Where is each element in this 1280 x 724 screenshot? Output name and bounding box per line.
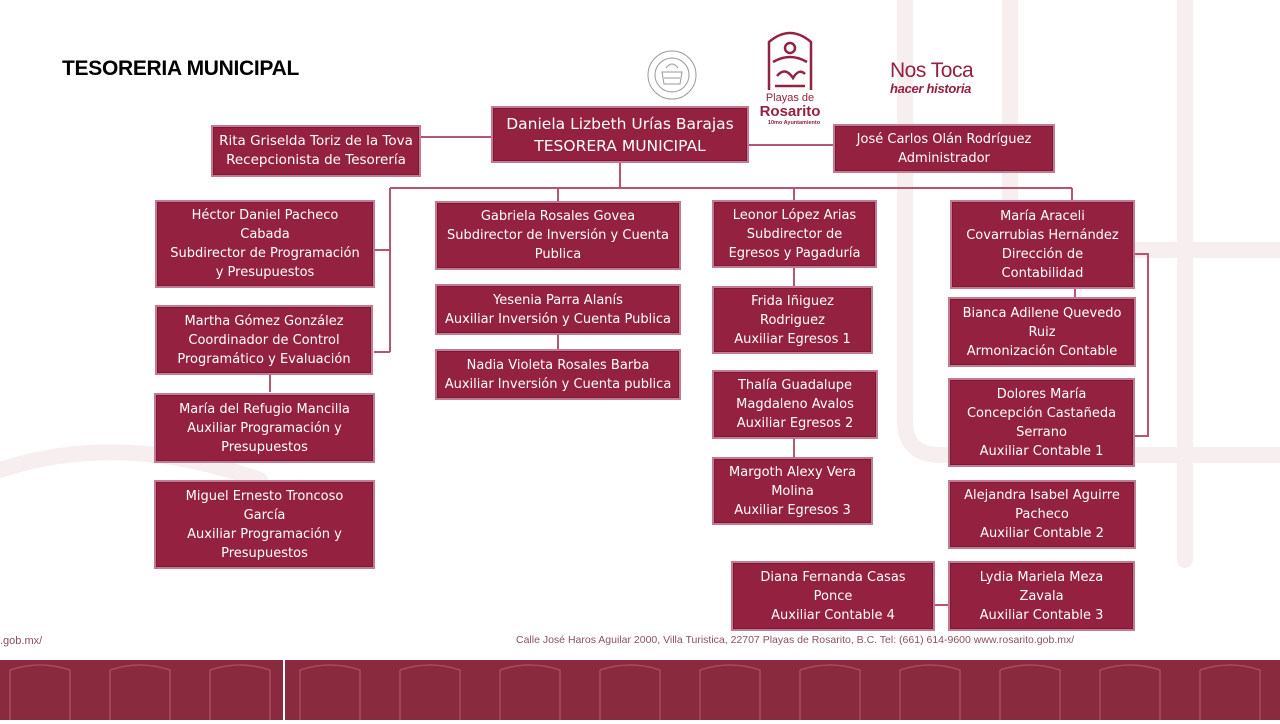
auxiliar-contable-3-box: Lydia Mariela Meza Zavala Auxiliar Conta… [948,561,1135,631]
footer-band [0,660,1280,720]
auxiliar-inversion-1-box: Yesenia Parra Alanís Auxiliar Inversión … [435,284,681,335]
tesorera-name: Daniela Lizbeth Urías Barajas [506,114,734,133]
auxiliar-egresos-1-box: Frida Iñiguez Rodriguez Auxiliar Egresos… [712,286,873,354]
subdirector-programacion-box: Héctor Daniel Pacheco Cabada Subdirector… [155,200,375,288]
auxiliar-programacion-1-box: María del Refugio Mancilla Auxiliar Prog… [154,393,375,463]
armonizacion-contable-box: Bianca Adilene Quevedo Ruiz Armonización… [948,297,1136,367]
footer-address: Calle José Haros Aguilar 2000, Villa Tur… [516,634,1075,646]
slogan-line2: hacer historia [890,81,972,96]
administrador-box: José Carlos Olán Rodríguez Administrador [833,124,1055,173]
logo-text-rosarito: Rosarito [759,103,821,120]
subdirector-inversion-box: Gabriela Rosales Govea Subdirector de In… [435,201,681,270]
director-contabilidad-box: María Araceli Covarrubias Hernández Dire… [950,200,1135,289]
footer-pattern-icon [9,660,1261,720]
subdirector-egresos-box: Leonor López Arias Subdirector de Egreso… [712,200,877,268]
page-title: TESORERIA MUNICIPAL [62,57,299,80]
slogan-line1: Nos Toca [890,59,974,82]
auxiliar-contable-2-box: Alejandra Isabel Aguirre Pacheco Auxilia… [948,480,1136,549]
auxiliar-programacion-2-box: Miguel Ernesto Troncoso García Auxiliar … [154,480,375,569]
rosarito-logo: Playas de Rosarito 10mo Ayuntamiento [755,28,825,126]
coordinador-control-box: Martha Gómez González Coordinador de Con… [155,305,373,375]
auxiliar-contable-1-box: Dolores María Concepción Castañeda Serra… [948,378,1135,467]
auxiliar-egresos-2-box: Thalía Guadalupe Magdaleno Avalos Auxili… [712,370,878,439]
logo-text-playas: Playas de [765,92,815,104]
municipal-seal-icon [647,50,697,100]
auxiliar-contable-4-box: Diana Fernanda Casas Ponce Auxiliar Cont… [731,561,935,631]
recepcionista-box: Rita Griselda Toriz de la Tova Recepcion… [211,125,421,177]
auxiliar-egresos-3-box: Margoth Alexy Vera Molina Auxiliar Egres… [712,457,873,525]
slogan-logo: Nos Toca hacer historia [890,59,1000,96]
connector-contab-right [1134,253,1149,437]
rosarito-emblem-icon [767,31,813,90]
tesorera-role: TESORERA MUNICIPAL [534,136,706,155]
footer-url-left[interactable]: .gob.mx/ [0,635,43,647]
logo-text-ayuntamiento: 10mo Ayuntamiento [767,120,821,126]
tesorera-box: Daniela Lizbeth Urías Barajas TESORERA M… [491,106,749,163]
auxiliar-inversion-2-box: Nadia Violeta Rosales Barba Auxiliar Inv… [435,349,681,400]
